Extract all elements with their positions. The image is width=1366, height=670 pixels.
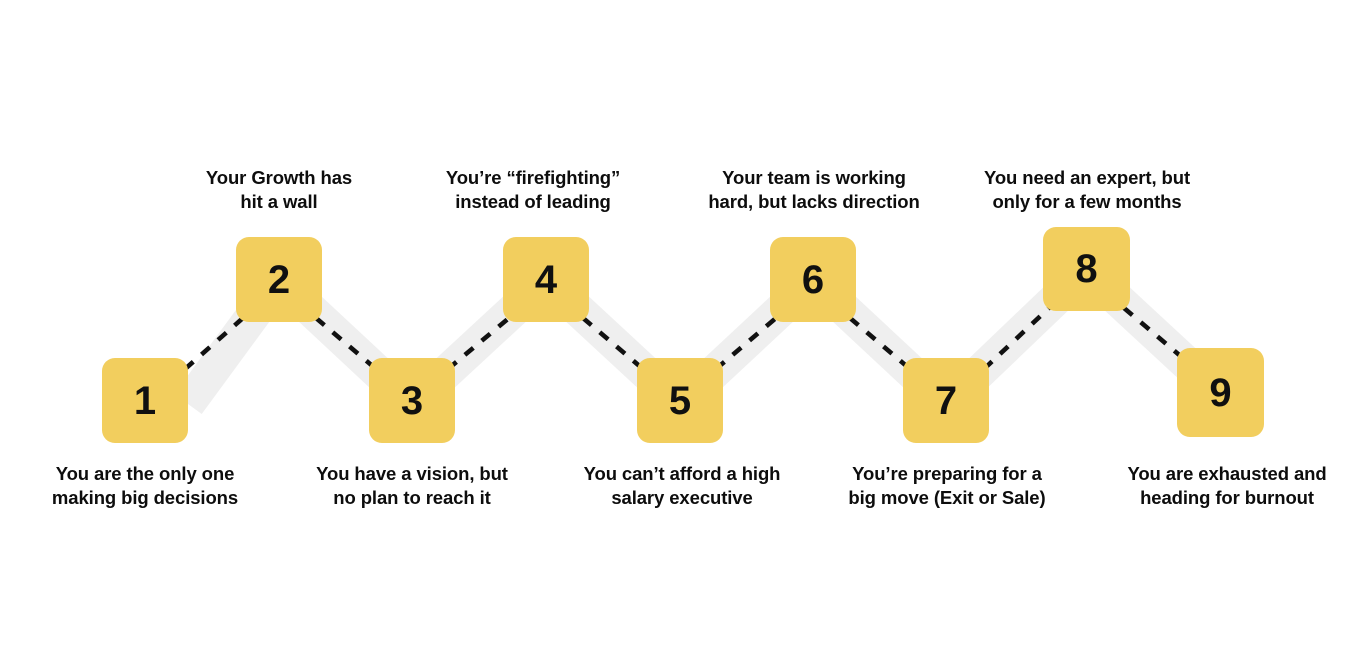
caption-5: You can’t afford a high salary executive	[583, 463, 781, 508]
caption-2: Your Growth has hit a wall	[205, 167, 353, 212]
node-6-number: 6	[801, 257, 825, 302]
node-8[interactable]: 8	[1043, 227, 1130, 311]
node-2[interactable]: 2	[236, 237, 322, 322]
caption-8: You need an expert, but only for a few m…	[983, 167, 1191, 212]
node-1[interactable]: 1	[102, 358, 188, 443]
caption-7: You’re preparing for a big move (Exit or…	[848, 463, 1046, 508]
node-8-number: 8	[1075, 247, 1098, 291]
node-6[interactable]: 6	[770, 237, 856, 322]
caption-6: Your team is working hard, but lacks dir…	[708, 167, 920, 212]
node-1-number: 1	[133, 378, 157, 423]
caption-1: You are the only one making big decision…	[51, 463, 239, 508]
caption-9: You are exhausted and heading for burnou…	[1127, 463, 1327, 508]
node-4-number: 4	[534, 257, 558, 302]
node-4[interactable]: 4	[503, 237, 589, 322]
node-2-number: 2	[267, 257, 291, 302]
node-7-number: 7	[934, 378, 958, 423]
node-7[interactable]: 7	[903, 358, 989, 443]
node-9[interactable]: 9	[1177, 348, 1264, 437]
node-5[interactable]: 5	[637, 358, 723, 443]
node-9-number: 9	[1209, 370, 1232, 415]
caption-3: You have a vision, but no plan to reach …	[316, 463, 508, 508]
connector-dashes	[183, 306, 1186, 371]
caption-4: You’re “firefighting” instead of leading	[445, 167, 621, 212]
node-5-number: 5	[668, 378, 692, 423]
node-3-number: 3	[400, 378, 424, 423]
node-3[interactable]: 3	[369, 358, 455, 443]
